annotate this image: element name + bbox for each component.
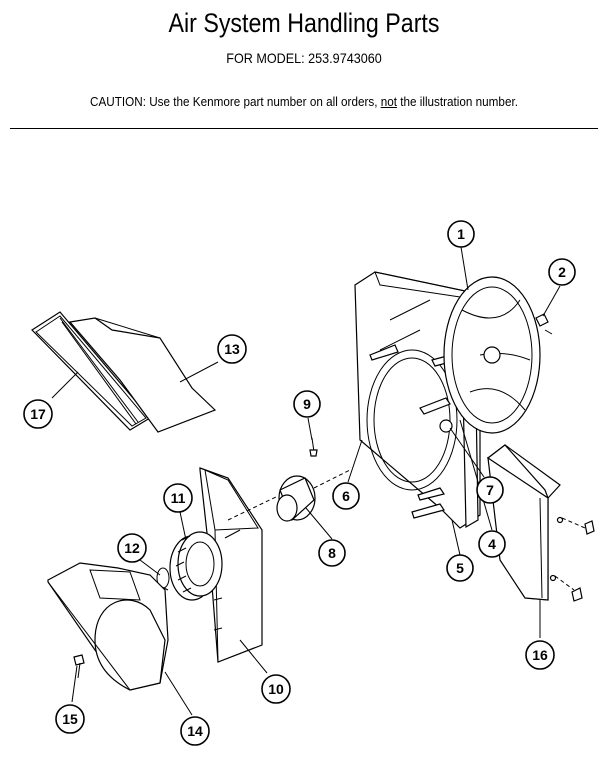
part-motor [227, 469, 351, 522]
callout-label: 15 [62, 711, 78, 727]
callout-11: 11 [163, 483, 193, 513]
caution-suffix: the illustration number. [396, 94, 518, 109]
callout-10: 10 [261, 674, 291, 704]
caution-note: CAUTION: Use the Kenmore part number on … [30, 94, 577, 109]
callout-label: 17 [30, 406, 46, 422]
callout-label: 16 [532, 647, 548, 663]
callout-label: 14 [187, 723, 203, 739]
callout-2: 2 [548, 258, 576, 286]
callout-14: 14 [180, 716, 210, 746]
callout-17: 17 [23, 399, 53, 429]
callout-4: 4 [478, 530, 506, 558]
part-fan-blade [443, 276, 541, 434]
callout-8: 8 [318, 539, 346, 567]
part-nut [535, 313, 553, 335]
caution-emphasis: not [380, 94, 397, 109]
callout-label: 13 [224, 341, 240, 357]
part-blower-scroll [47, 562, 169, 691]
part-screw-9 [309, 437, 318, 457]
part-screw-15 [73, 654, 85, 679]
model-number: 253.9743060 [308, 50, 382, 66]
callout-label: 11 [171, 490, 186, 506]
callout-label: 9 [303, 396, 311, 412]
callout-label: 7 [486, 482, 494, 498]
part-motor-bracket [199, 467, 263, 663]
callout-5: 5 [446, 554, 474, 582]
callout-label: 2 [558, 264, 566, 280]
part-blower-wheel [169, 531, 223, 601]
callout-12: 12 [117, 533, 147, 563]
model-label: FOR MODEL: [226, 50, 305, 66]
callout-label: 8 [328, 545, 336, 561]
callout-label: 4 [488, 536, 496, 552]
callout-16: 16 [525, 640, 555, 670]
callout-label: 6 [342, 488, 350, 504]
callout-1: 1 [447, 220, 475, 248]
leader-lines [51, 246, 561, 716]
caution-prefix: CAUTION: Use the Kenmore part number on … [90, 94, 381, 109]
callout-7: 7 [476, 476, 504, 504]
callout-label: 12 [124, 540, 140, 556]
callout-6: 6 [332, 482, 360, 510]
callout-label: 1 [457, 226, 465, 242]
callout-label: 5 [456, 560, 464, 576]
callout-9: 9 [293, 390, 321, 418]
callout-13: 13 [217, 334, 247, 364]
part-filter-cover [68, 317, 217, 433]
model-line: FOR MODEL: 253.9743060 [30, 50, 577, 66]
callout-15: 15 [55, 704, 85, 734]
page-title: Air System Handling Parts [168, 8, 440, 38]
callout-label: 10 [268, 681, 284, 697]
part-shroud-panel [486, 444, 595, 602]
header-divider [10, 128, 598, 129]
